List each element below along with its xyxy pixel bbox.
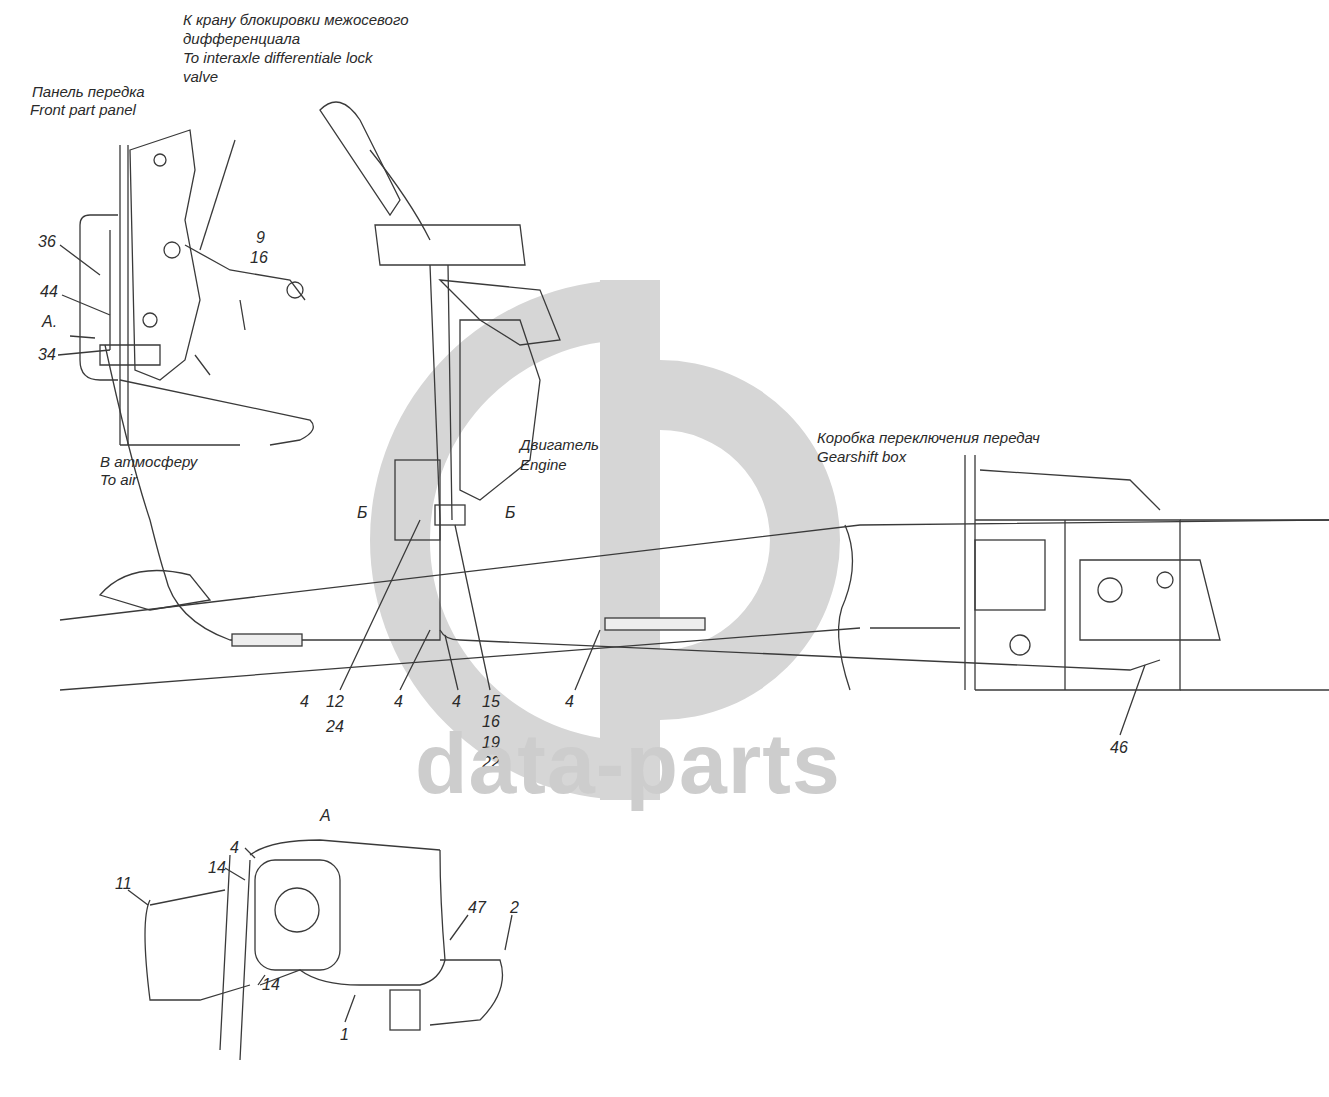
callout-number: Б xyxy=(357,503,367,522)
callout-number: 46 xyxy=(1110,738,1128,757)
part-label: Front part panel xyxy=(30,100,136,119)
callout-number: 2 xyxy=(510,898,519,917)
part-label: Панель передка xyxy=(32,82,145,101)
part-label: Двигатель xyxy=(520,435,599,454)
callout-number: 14 xyxy=(208,858,226,877)
callout-number: 24 xyxy=(326,717,344,736)
callout-number: 14 xyxy=(262,975,280,994)
part-label: To interaxle differentiale lock valve xyxy=(183,48,411,86)
callout-number: 11 xyxy=(115,874,132,893)
part-label: To air xyxy=(100,470,137,489)
callout-number: 36 xyxy=(38,232,56,251)
callout-number: 15 xyxy=(482,692,500,711)
callout-number: 4 xyxy=(394,692,403,711)
part-label: Коробка переключения передач xyxy=(817,428,1040,447)
part-label: Gearshift box xyxy=(817,447,906,466)
callout-number: A. xyxy=(42,312,57,331)
callout-number: 16 xyxy=(250,248,268,267)
callout-number: 4 xyxy=(300,692,309,711)
callout-number: 1 xyxy=(340,1025,349,1044)
callout-number: Б xyxy=(505,503,515,522)
callout-number: 9 xyxy=(256,228,265,247)
callout-number: 12 xyxy=(326,692,344,711)
callout-number: 44 xyxy=(40,282,58,301)
callout-number: A xyxy=(320,806,331,825)
part-label: К крану блокировки межосевого дифференци… xyxy=(183,10,433,48)
callout-number: 34 xyxy=(38,345,56,364)
callout-number: 4 xyxy=(565,692,574,711)
callout-number: 4 xyxy=(452,692,461,711)
part-label: Engine xyxy=(520,455,567,474)
part-label: В атмосферу xyxy=(100,452,197,471)
watermark: data-parts xyxy=(415,718,841,808)
callout-number: 4 xyxy=(230,838,239,857)
callout-number: 47 xyxy=(468,898,486,917)
